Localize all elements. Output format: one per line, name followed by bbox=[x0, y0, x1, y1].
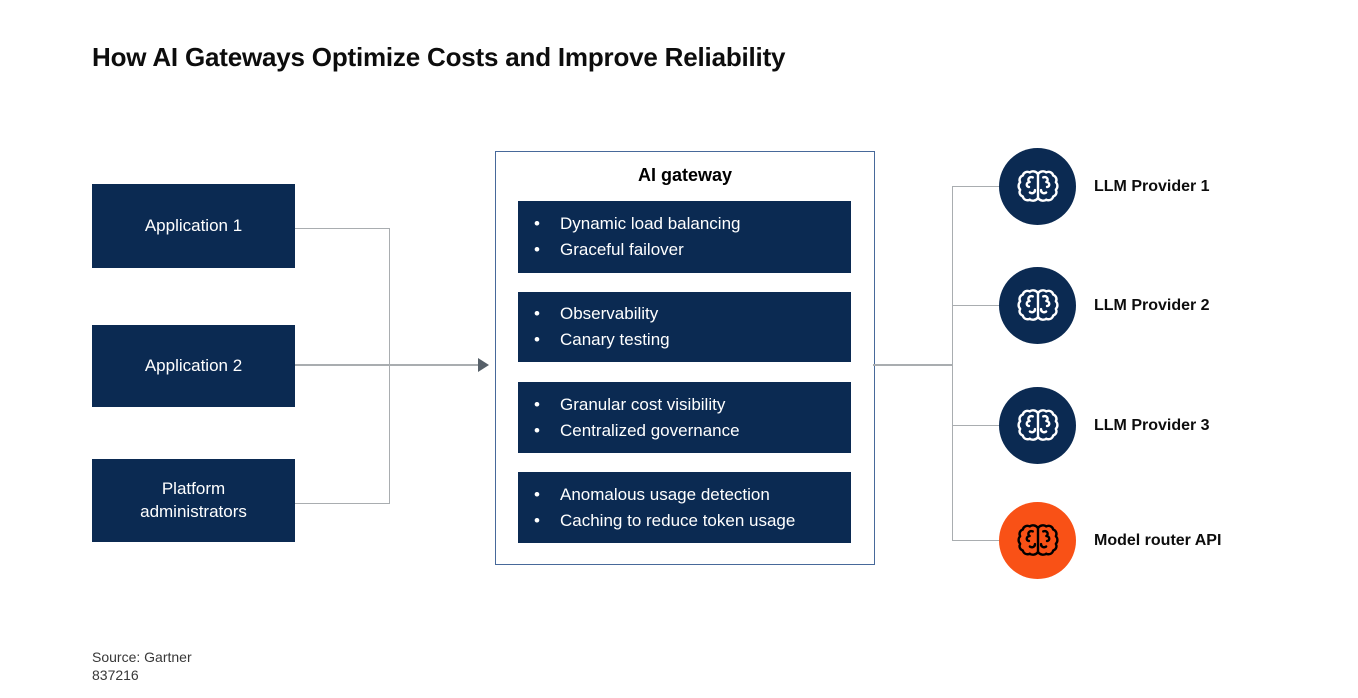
page-title: How AI Gateways Optimize Costs and Impro… bbox=[92, 42, 786, 72]
gateway-group-usage: Anomalous usage detection Caching to red… bbox=[518, 472, 851, 543]
doc-number: 837216 bbox=[92, 667, 139, 683]
application-1-node: Application 1 bbox=[92, 184, 295, 268]
connector-provider-1 bbox=[952, 186, 999, 187]
model-router-api-circle bbox=[999, 502, 1076, 579]
connector-app1 bbox=[295, 228, 389, 229]
platform-administrators-node: Platform administrators bbox=[92, 459, 295, 542]
connector-provider-3 bbox=[952, 425, 999, 426]
bullet-item: Centralized governance bbox=[532, 418, 851, 444]
connector-platform-admins bbox=[295, 503, 389, 504]
platform-administrators-label: Platform administrators bbox=[140, 478, 247, 521]
llm-provider-1-label: LLM Provider 1 bbox=[1094, 177, 1210, 195]
llm-provider-3-circle bbox=[999, 387, 1076, 464]
connector-provider-2 bbox=[952, 305, 999, 306]
application-2-label: Application 2 bbox=[144, 355, 243, 375]
application-1-label: Application 1 bbox=[144, 215, 243, 235]
arrow-right-icon bbox=[478, 358, 489, 372]
bullet-item: Caching to reduce token usage bbox=[532, 508, 851, 534]
llm-provider-3-label: LLM Provider 3 bbox=[1094, 416, 1210, 434]
llm-provider-2-circle bbox=[999, 267, 1076, 344]
ai-gateway-title: AI gateway bbox=[637, 165, 733, 185]
llm-provider-2-label: LLM Provider 2 bbox=[1094, 296, 1210, 314]
brain-icon bbox=[1016, 408, 1059, 441]
bullet-item: Graceful failover bbox=[532, 237, 851, 263]
bullet-item: Observability bbox=[532, 301, 851, 327]
connector-right-main bbox=[873, 364, 952, 366]
gateway-group-observability: Observability Canary testing bbox=[518, 292, 851, 362]
bullet-item: Canary testing bbox=[532, 327, 851, 353]
brain-icon bbox=[1016, 523, 1059, 556]
gateway-group-load-balancing: Dynamic load balancing Graceful failover bbox=[518, 201, 851, 273]
llm-provider-1-circle bbox=[999, 148, 1076, 225]
connector-model-router bbox=[952, 540, 999, 541]
footer: Source: Gartner 837216 bbox=[92, 648, 192, 684]
brain-icon bbox=[1016, 288, 1059, 321]
bullet-item: Dynamic load balancing bbox=[532, 211, 851, 237]
gateway-group-governance: Granular cost visibility Centralized gov… bbox=[518, 382, 851, 453]
connector-arrow-shaft bbox=[295, 364, 478, 366]
connector-right-vertical bbox=[952, 186, 953, 541]
application-2-node: Application 2 bbox=[92, 325, 295, 407]
source-text: Source: Gartner bbox=[92, 649, 192, 665]
bullet-item: Anomalous usage detection bbox=[532, 482, 851, 508]
connector-left-vertical bbox=[389, 228, 390, 504]
brain-icon bbox=[1016, 169, 1059, 202]
bullet-item: Granular cost visibility bbox=[532, 392, 851, 418]
ai-gateway-box: AI gateway Dynamic load balancing Gracef… bbox=[495, 151, 875, 565]
model-router-api-label: Model router API bbox=[1094, 531, 1222, 549]
